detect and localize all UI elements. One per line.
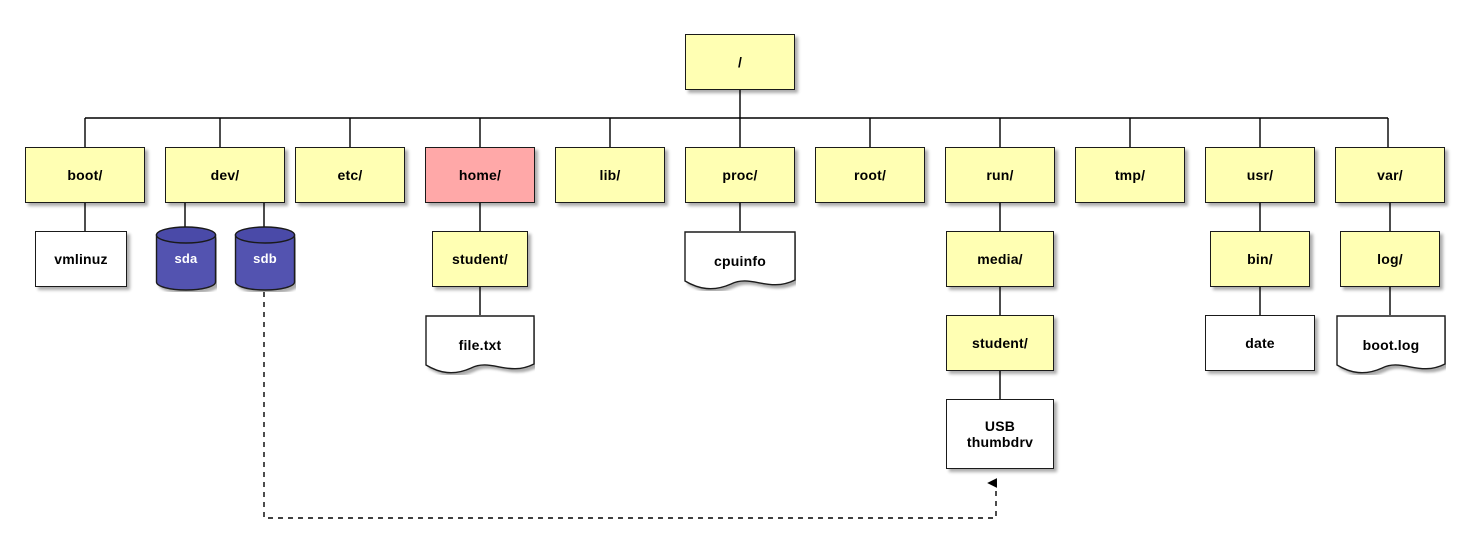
node-usr[interactable]: usr/ (1205, 147, 1315, 203)
node-proc[interactable]: proc/ (685, 147, 795, 203)
node-sdb[interactable]: sdb (234, 226, 296, 292)
node-label-proc: proc/ (722, 166, 758, 183)
node-runstudent[interactable]: student/ (946, 315, 1054, 371)
node-label-sdb: sdb (253, 250, 277, 266)
node-label-home: home/ (458, 166, 502, 183)
node-label-date: date (1245, 334, 1275, 351)
node-home[interactable]: home/ (425, 147, 535, 203)
node-label-homestudent: student/ (451, 250, 509, 267)
node-label-bootlog: boot.log (1362, 336, 1420, 353)
node-usbthumb[interactable]: USB thumbdrv (946, 399, 1054, 469)
node-label-boot: boot/ (67, 166, 103, 183)
node-dev[interactable]: dev/ (165, 147, 285, 203)
node-etc[interactable]: etc/ (295, 147, 405, 203)
node-bin[interactable]: bin/ (1210, 231, 1310, 287)
node-label-vmlinuz: vmlinuz (54, 250, 108, 267)
node-tmp[interactable]: tmp/ (1075, 147, 1185, 203)
node-label-run: run/ (986, 166, 1014, 183)
node-bootlog[interactable]: boot.log (1336, 315, 1446, 375)
node-sda[interactable]: sda (155, 226, 217, 292)
node-root[interactable]: / (685, 34, 795, 90)
node-label-sda: sda (174, 250, 198, 266)
node-label-media: media/ (977, 250, 1023, 267)
node-cpuinfo[interactable]: cpuinfo (684, 231, 796, 291)
edge-sdb-to-usbthumb-mount (263, 292, 997, 519)
node-label-filetxt: file.txt (458, 336, 502, 353)
node-label-cpuinfo: cpuinfo (714, 252, 766, 269)
node-label-var: var/ (1377, 166, 1403, 183)
node-filetxt[interactable]: file.txt (425, 315, 535, 375)
node-run[interactable]: run/ (945, 147, 1055, 203)
node-label-runstudent: student/ (971, 334, 1029, 351)
node-date[interactable]: date (1205, 315, 1315, 371)
node-log[interactable]: log/ (1340, 231, 1440, 287)
node-label-etc: etc/ (337, 166, 363, 183)
node-boot[interactable]: boot/ (25, 147, 145, 203)
mount-reference-edge (263, 292, 997, 519)
node-vmlinuz[interactable]: vmlinuz (35, 231, 127, 287)
node-var[interactable]: var/ (1335, 147, 1445, 203)
node-label-bin: bin/ (1247, 250, 1273, 267)
node-homestudent[interactable]: student/ (432, 231, 528, 287)
node-label-tmp: tmp/ (1114, 166, 1146, 183)
node-lib[interactable]: lib/ (555, 147, 665, 203)
node-label-lib: lib/ (599, 166, 621, 183)
node-label-usr: usr/ (1246, 166, 1274, 183)
node-label-dev: dev/ (210, 166, 240, 183)
node-label-usbthumb: USB thumbdrv (966, 417, 1034, 450)
node-label-root: / (737, 53, 743, 70)
node-media[interactable]: media/ (946, 231, 1054, 287)
node-rootdir[interactable]: root/ (815, 147, 925, 203)
node-label-log: log/ (1377, 250, 1403, 267)
node-label-rootdir: root/ (853, 166, 887, 183)
